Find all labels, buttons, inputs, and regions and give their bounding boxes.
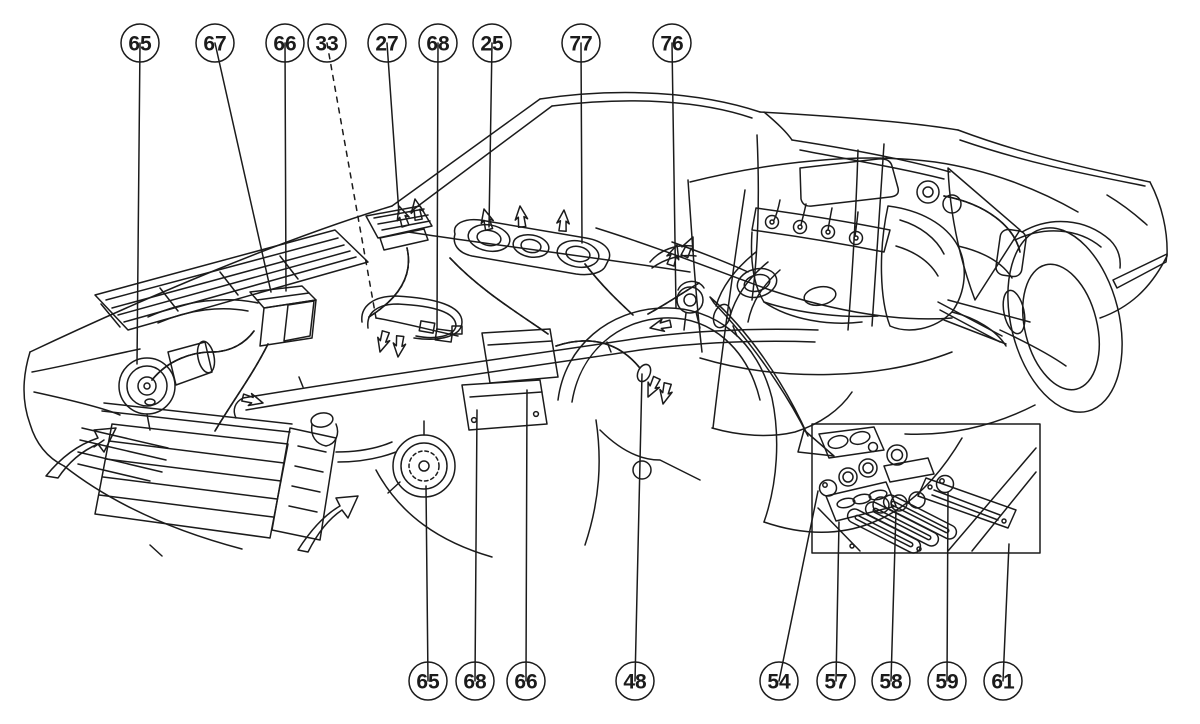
airflow-arrow: [391, 334, 408, 359]
callout-leader-bottom-68: [474, 409, 478, 682]
callout-circle-bottom-48: [615, 661, 655, 701]
front-blower-left: [118, 340, 216, 431]
airflow-arrow: [240, 390, 266, 410]
airflow-arrow: [641, 374, 664, 401]
callout-circle-bottom-65: [408, 661, 448, 701]
callout-number-top-76: 76: [660, 33, 683, 56]
airflow-arrow: [656, 381, 675, 407]
airflow-arrow: [678, 233, 700, 260]
airflow-arrow: [647, 316, 673, 335]
heater-valve: [375, 317, 463, 343]
callout-leader-top-68: [436, 42, 439, 331]
callout-number-top-27: 27: [375, 33, 398, 56]
hood-louver-panel: [94, 229, 369, 331]
callout-leader-bottom-58: [890, 509, 897, 682]
callout-number-top-77: 77: [569, 33, 592, 56]
callout-number-bottom-61: 61: [991, 671, 1015, 694]
control-knob: [935, 474, 955, 494]
callout-circle-bottom-66: [506, 661, 546, 701]
control-knob: [872, 496, 890, 514]
ribbed-hoses: [152, 248, 699, 431]
callout-circle-bottom-58: [871, 661, 911, 701]
control-cable-arrow: [709, 296, 835, 457]
callout-circle-top-27: [367, 23, 407, 63]
gearbox-assembly: [944, 196, 1067, 367]
callout-circle-bottom-59: [927, 661, 967, 701]
callout-circle-top-33: [307, 23, 347, 63]
callout-number-top-33: 33: [315, 33, 338, 56]
engine-assembly: [699, 143, 965, 376]
side-cowl-vent: [649, 244, 697, 269]
air-distribution-box-right: [461, 328, 559, 431]
cabin-blower: [676, 280, 705, 331]
callout-leader-top-76: [671, 42, 677, 309]
car-body-outline: [23, 91, 1168, 558]
airflow-arrow: [477, 206, 496, 232]
callout-number-top-67: 67: [203, 33, 226, 56]
front-blower-right: [387, 420, 456, 498]
callout-leader-top-25: [488, 42, 493, 228]
callout-leader-top-67: [214, 42, 272, 293]
radiator-assembly: [93, 398, 337, 557]
callout-leader-top-27: [386, 42, 400, 215]
callout-leader-bottom-66: [525, 389, 528, 682]
callout-leader-top-77: [580, 42, 583, 244]
callout-number-bottom-54: 54: [767, 671, 791, 694]
callout-circle-top-25: [472, 23, 512, 63]
front-wheel-arch: [557, 307, 778, 546]
bumper-intake-arrow: [45, 427, 117, 479]
callout-number-top-65: 65: [128, 33, 152, 56]
airflow-arrow: [373, 329, 393, 355]
dashboard-vent-plate: [453, 218, 611, 276]
callout-circle-bottom-54: [759, 661, 799, 701]
callout-number-top-68: 68: [426, 33, 450, 56]
callout-circle-bottom-61: [983, 661, 1023, 701]
airflow-arrow: [555, 208, 571, 233]
callout-circle-top-77: [561, 23, 601, 63]
callout-number-bottom-66: 66: [514, 671, 537, 694]
callout-circle-top-68: [418, 23, 458, 63]
callout-leader-bottom-48: [634, 373, 643, 682]
callout-leader-top-65: [136, 42, 141, 365]
airflow-arrow: [513, 204, 530, 229]
callout-number-bottom-59: 59: [935, 671, 958, 694]
control-panel-inset: [811, 423, 1041, 554]
callout-layer: 65 67 66 33 27 68 25 77 76 65 68 66 48 54 57 58 59 61: [120, 23, 1023, 701]
callout-leader-top-33: [326, 42, 377, 319]
callout-circle-top-66: [265, 23, 305, 63]
callout-number-top-66: 66: [273, 33, 296, 56]
callout-number-top-25: 25: [480, 33, 504, 56]
radiator-intake-arrow: [297, 495, 359, 553]
expansion-tank: [310, 412, 339, 447]
callout-leader-bottom-54: [778, 490, 819, 682]
callout-number-bottom-57: 57: [824, 671, 847, 694]
inset-border: [811, 423, 1041, 554]
callout-leader-bottom-65: [425, 485, 429, 682]
callout-leader-bottom-61: [1002, 543, 1010, 682]
callout-circle-top-65: [120, 23, 160, 63]
callout-circle-top-67: [195, 23, 235, 63]
front-bumper-intake: [77, 427, 169, 482]
callout-number-bottom-68: 68: [463, 671, 487, 694]
callout-number-bottom-48: 48: [623, 671, 647, 694]
callout-number-bottom-65: 65: [416, 671, 440, 694]
heater-control-console: [818, 426, 1017, 554]
callout-leader-bottom-57: [835, 521, 840, 682]
callout-leader-bottom-59: [946, 491, 949, 682]
rear-wheel: [1007, 220, 1123, 413]
callout-number-bottom-58: 58: [879, 671, 903, 694]
callout-circle-bottom-68: [455, 661, 495, 701]
callout-circle-bottom-57: [816, 661, 856, 701]
heater-box-left: [249, 285, 317, 347]
callout-circle-top-76: [652, 23, 692, 63]
callout-leader-top-66: [284, 42, 287, 292]
